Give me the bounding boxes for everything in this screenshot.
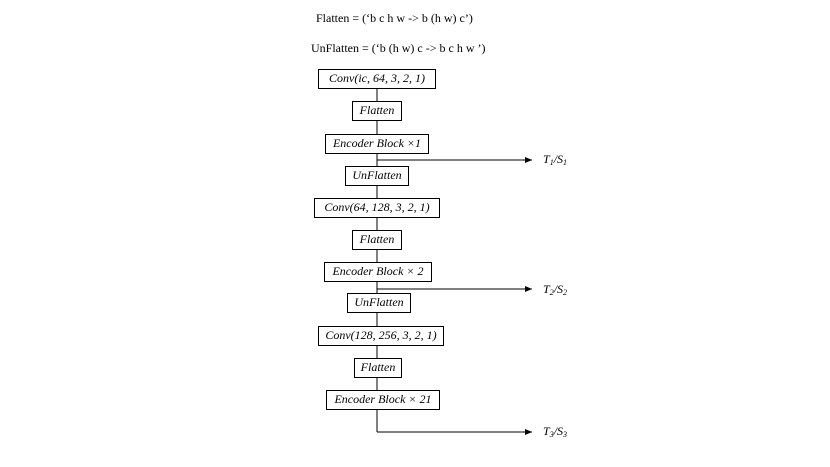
unflatten-equation: UnFlatten = (‘b (h w) c -> b c h w ’) [311, 41, 486, 55]
unflatten-block-1: UnFlatten [345, 166, 409, 186]
flatten-block-2: Flatten [352, 230, 402, 250]
conv-block-3: Conv(128, 256, 3, 2, 1) [318, 326, 444, 346]
flatten-equation: Flatten = (‘b c h w -> b (h w) c’) [316, 11, 473, 25]
output-label-3: T3/S3 [543, 424, 568, 439]
conv-block-1: Conv(ic, 64, 3, 2, 1) [318, 69, 436, 89]
conv-block-2: Conv(64, 128, 3, 2, 1) [314, 198, 440, 218]
output-label-2: T2/S2 [543, 282, 568, 297]
flatten-block-1: Flatten [352, 101, 402, 121]
encoder-block-3: Encoder Block × 21 [326, 390, 440, 410]
unflatten-block-2: UnFlatten [347, 293, 411, 313]
output-label-1: T1/S1 [543, 152, 568, 167]
encoder-block-2: Encoder Block × 2 [324, 262, 432, 282]
flatten-block-3: Flatten [354, 358, 402, 378]
encoder-block-1: Encoder Block ×1 [325, 134, 429, 154]
